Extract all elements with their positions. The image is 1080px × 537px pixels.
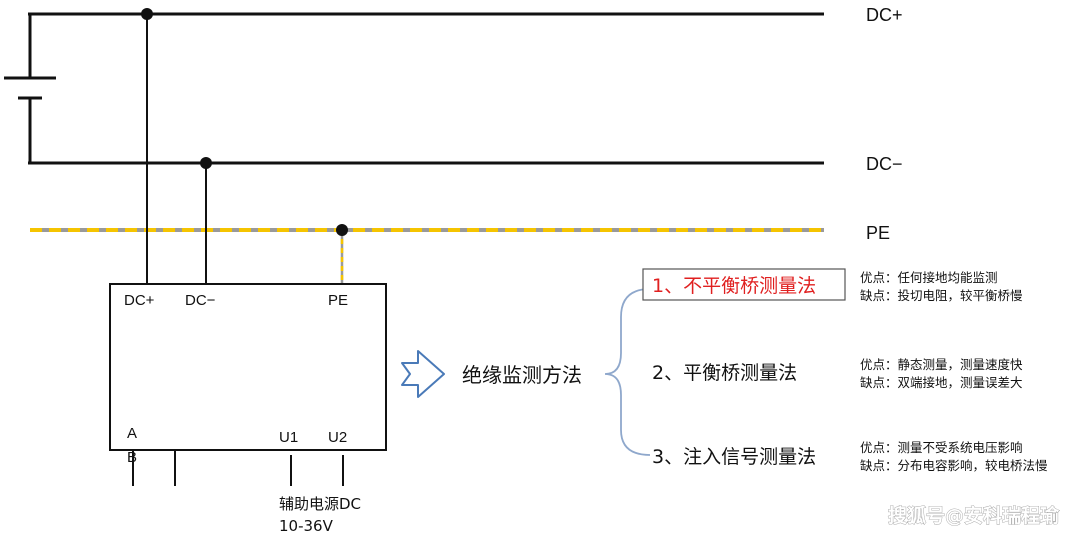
junction-dot-dc-minus	[200, 157, 212, 169]
method-2-label: 2、平衡桥测量法	[652, 362, 797, 384]
battery-symbol	[4, 14, 56, 163]
terminal-dc-minus: DC−	[185, 292, 216, 309]
method-3-cons: 缺点：分布电容影响，较电桥法慢	[860, 458, 1048, 473]
method-2-cons: 缺点：双端接地，测量误差大	[860, 375, 1023, 390]
bus-label-dc-plus: DC+	[866, 5, 903, 25]
method-3-pros: 优点：测量不受系统电压影响	[860, 440, 1023, 455]
method-1-cons: 缺点：投切电阻，较平衡桥慢	[860, 288, 1023, 303]
terminal-u2: U2	[328, 429, 347, 446]
methods-brace	[604, 288, 651, 456]
method-3-label: 3、注入信号测量法	[652, 446, 816, 468]
terminal-a: A	[127, 425, 137, 442]
bus-label-dc-minus: DC−	[866, 154, 903, 174]
method-2-pros: 优点：静态测量，测量速度快	[860, 357, 1023, 372]
junction-dot-dc-plus	[141, 8, 153, 20]
aux-power-line1: 辅助电源DC	[279, 495, 361, 513]
terminal-pe: PE	[328, 292, 348, 309]
monitoring-device-box	[109, 283, 387, 451]
terminal-dc-plus: DC+	[124, 292, 155, 309]
watermark: 搜狐号@安科瑞程瑜	[888, 504, 1060, 527]
terminal-u1: U1	[279, 429, 298, 446]
terminal-b: B	[127, 449, 137, 466]
junction-dot-pe	[336, 224, 348, 236]
method-1-label: 1、不平衡桥测量法	[652, 275, 816, 297]
methods-title: 绝缘监测方法	[462, 363, 582, 387]
method-1-pros: 优点：任何接地均能监测	[860, 270, 998, 285]
arrow-right-icon	[401, 350, 445, 398]
aux-power-line2: 10-36V	[279, 517, 334, 535]
bus-label-pe: PE	[866, 223, 890, 243]
method-1-highlight-box	[642, 268, 846, 301]
